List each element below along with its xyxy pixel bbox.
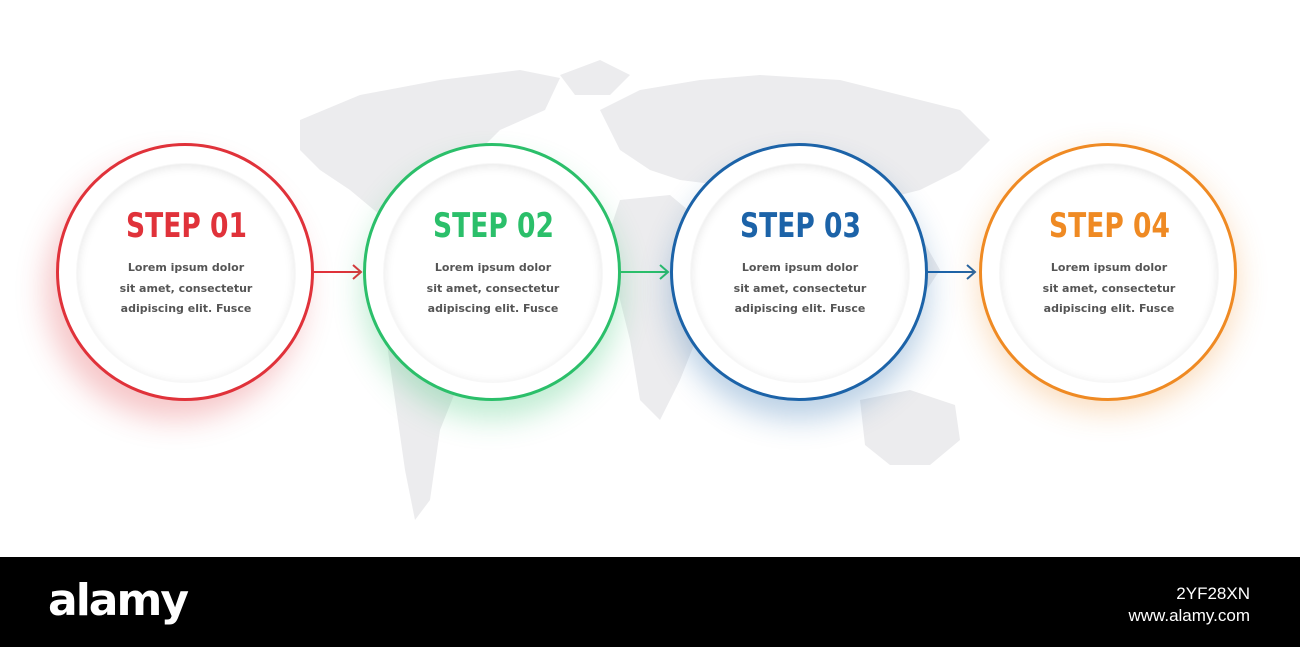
image-id: 2YF28XN: [1176, 584, 1250, 603]
step-2-line-3: adipiscing elit. Fusce: [427, 302, 559, 316]
step-4-description: Lorem ipsum dolor sit amet, consectetur …: [1024, 258, 1194, 320]
step-3-content: STEP 03 Lorem ipsum dolor sit amet, cons…: [691, 164, 909, 382]
step-4-content: STEP 04 Lorem ipsum dolor sit amet, cons…: [1000, 164, 1218, 382]
step-1-circle: STEP 01 Lorem ipsum dolor sit amet, cons…: [56, 143, 314, 401]
step-3-line-3: adipiscing elit. Fusce: [734, 302, 866, 316]
step-3-description: Lorem ipsum dolor sit amet, consectetur …: [715, 258, 885, 320]
step-1-title: STEP 01: [125, 206, 247, 247]
arrow-right-icon: [313, 264, 363, 280]
step-2-title: STEP 02: [432, 206, 554, 247]
step-3-title: STEP 03: [739, 206, 861, 247]
step-4-circle: STEP 04 Lorem ipsum dolor sit amet, cons…: [979, 143, 1237, 401]
step-1-content: STEP 01 Lorem ipsum dolor sit amet, cons…: [77, 164, 295, 382]
infographic-canvas: STEP 01 Lorem ipsum dolor sit amet, cons…: [56, 60, 1237, 520]
step-2-circle: STEP 02 Lorem ipsum dolor sit amet, cons…: [363, 143, 621, 401]
step-4-line-3: adipiscing elit. Fusce: [1043, 302, 1175, 316]
step-2-content: STEP 02 Lorem ipsum dolor sit amet, cons…: [384, 164, 602, 382]
image-id-block: 2YF28XN www.alamy.com: [1128, 583, 1250, 627]
step-1-line-3: adipiscing elit. Fusce: [120, 302, 252, 316]
step-3-circle: STEP 03 Lorem ipsum dolor sit amet, cons…: [670, 143, 928, 401]
watermark-footer: alamy 2YF28XN www.alamy.com: [0, 557, 1300, 647]
step-1-description: Lorem ipsum dolor sit amet, consectetur …: [101, 258, 271, 320]
step-4-line-1: Lorem ipsum dolor: [1050, 261, 1168, 275]
step-4-title: STEP 04: [1048, 206, 1170, 247]
step-4-line-2: sit amet, consectetur: [1042, 281, 1176, 295]
arrow-right-icon: [620, 264, 670, 280]
step-2-line-1: Lorem ipsum dolor: [434, 261, 552, 275]
step-1-line-2: sit amet, consectetur: [119, 281, 253, 295]
step-2-line-2: sit amet, consectetur: [426, 281, 560, 295]
step-3-line-2: sit amet, consectetur: [733, 281, 867, 295]
step-3-line-1: Lorem ipsum dolor: [741, 261, 859, 275]
step-1-line-1: Lorem ipsum dolor: [127, 261, 245, 275]
step-2-description: Lorem ipsum dolor sit amet, consectetur …: [408, 258, 578, 320]
brand-logo: alamy: [48, 575, 189, 626]
arrow-right-icon: [927, 264, 977, 280]
site-url: www.alamy.com: [1128, 606, 1250, 625]
